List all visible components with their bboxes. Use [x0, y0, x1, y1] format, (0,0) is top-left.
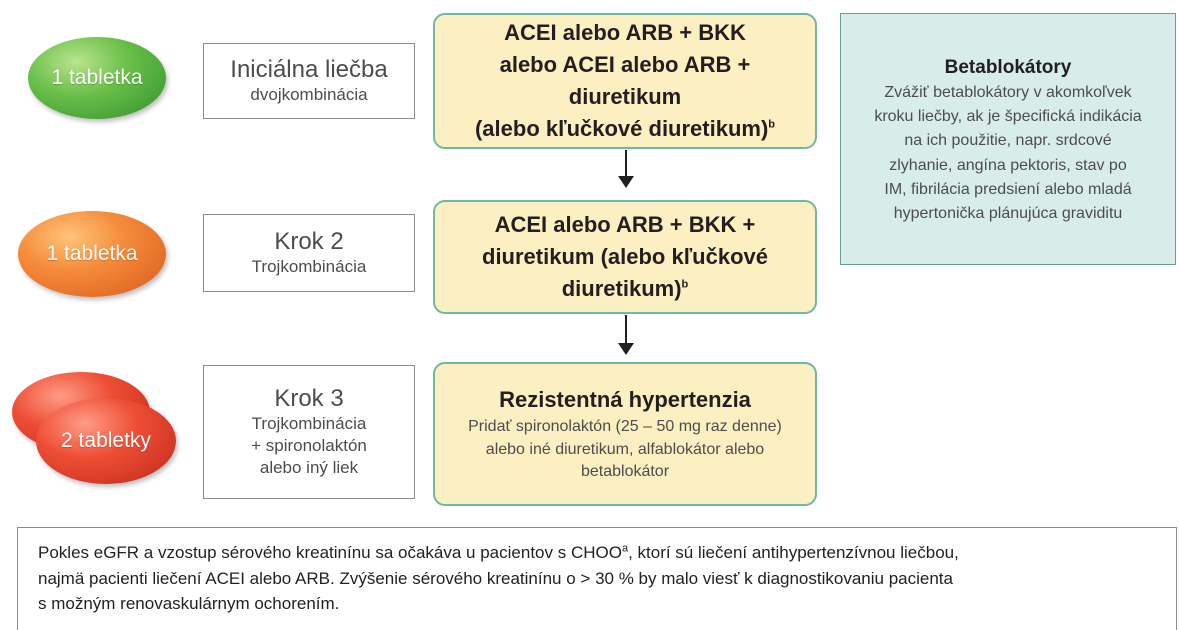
- betablocker-line: Zvážiť betablokátory v akomkoľvek: [884, 83, 1132, 101]
- treatment-box-3: Rezistentná hypertenzia Pridať spironola…: [433, 362, 817, 506]
- flow-arrow-shaft: [625, 315, 627, 343]
- step-subtitle: + spironolaktón: [251, 435, 367, 455]
- betablocker-line: hypertonička plánujúca graviditu: [893, 205, 1123, 223]
- betablocker-line: zlyhanie, angína pektoris, stav po: [889, 156, 1127, 174]
- treatment-detail: Pridať spironolaktón (25 – 50 mg raz den…: [468, 418, 782, 436]
- pill-1-tablet-green: 1 tabletka: [28, 37, 166, 119]
- pill-1-tablet-orange: 1 tabletka: [18, 211, 166, 297]
- treatment-box-2: ACEI alebo ARB + BKK + diuretikum (alebo…: [433, 200, 817, 314]
- step-box-initial: Iniciálna liečba dvojkombinácia: [203, 43, 415, 119]
- step-box-2: Krok 2 Trojkombinácia: [203, 214, 415, 292]
- treatment-line: ACEI alebo ARB + BKK: [504, 20, 746, 46]
- pill-label: 1 tabletka: [51, 66, 143, 89]
- betablocker-line: IM, fibrilácia predsiení alebo mladá: [884, 180, 1132, 198]
- footnote-line: najmä pacienti liečení ACEI alebo ARB. Z…: [38, 568, 953, 588]
- footnote-line: Pokles eGFR a vzostup sérového kreatinín…: [38, 542, 959, 562]
- pill-label: 1 tabletka: [46, 242, 138, 265]
- step-title: Iniciálna liečba: [230, 56, 388, 84]
- step-subtitle: alebo iný liek: [259, 457, 359, 477]
- step-subtitle: Trojkombinácia: [251, 413, 367, 433]
- treatment-line: diuretikum)b: [561, 275, 689, 301]
- flow-arrow-head: [618, 176, 634, 188]
- betablocker-box: Betablokátory Zvážiť betablokátory v ako…: [840, 13, 1176, 265]
- betablocker-title: Betablokátory: [944, 57, 1072, 78]
- treatment-line: diuretikum (alebo kľučkové: [482, 244, 768, 270]
- treatment-line: ACEI alebo ARB + BKK +: [494, 212, 756, 238]
- treatment-heading: Rezistentná hypertenzia: [499, 387, 751, 413]
- flow-arrow-shaft: [625, 150, 627, 176]
- treatment-box-initial: ACEI alebo ARB + BKK alebo ACEI alebo AR…: [433, 13, 817, 149]
- footnote-marker: b: [681, 278, 689, 291]
- treatment-line: alebo ACEI alebo ARB + diuretikum: [499, 52, 751, 109]
- flow-arrow-head: [618, 343, 634, 355]
- step-box-3: Krok 3 Trojkombinácia + spironolaktón al…: [203, 365, 415, 499]
- step-subtitle: Trojkombinácia: [251, 256, 367, 276]
- treatment-detail: alebo iné diuretikum, alfablokátor alebo: [485, 440, 765, 458]
- treatment-line: (alebo kľučkové diuretikum)b: [474, 115, 776, 141]
- footnote-marker: b: [768, 118, 776, 131]
- footnote-box: Pokles eGFR a vzostup sérového kreatinín…: [17, 527, 1177, 630]
- footnote-line: s možným renovaskulárnym ochorením.: [38, 594, 340, 613]
- treatment-detail: betablokátor: [580, 463, 670, 481]
- betablocker-line: kroku liečby, ak je špecifická indikácia: [874, 108, 1142, 125]
- step-subtitle: dvojkombinácia: [250, 84, 368, 104]
- step-title: Krok 3: [274, 385, 344, 413]
- footnote-marker: a: [621, 542, 629, 555]
- pill-label: 2 tabletky: [61, 429, 151, 452]
- pill-2-tablets: 2 tabletky: [36, 398, 176, 484]
- betablocker-line: na ich použitie, napr. srdcové: [904, 132, 1112, 150]
- step-title: Krok 2: [274, 228, 344, 256]
